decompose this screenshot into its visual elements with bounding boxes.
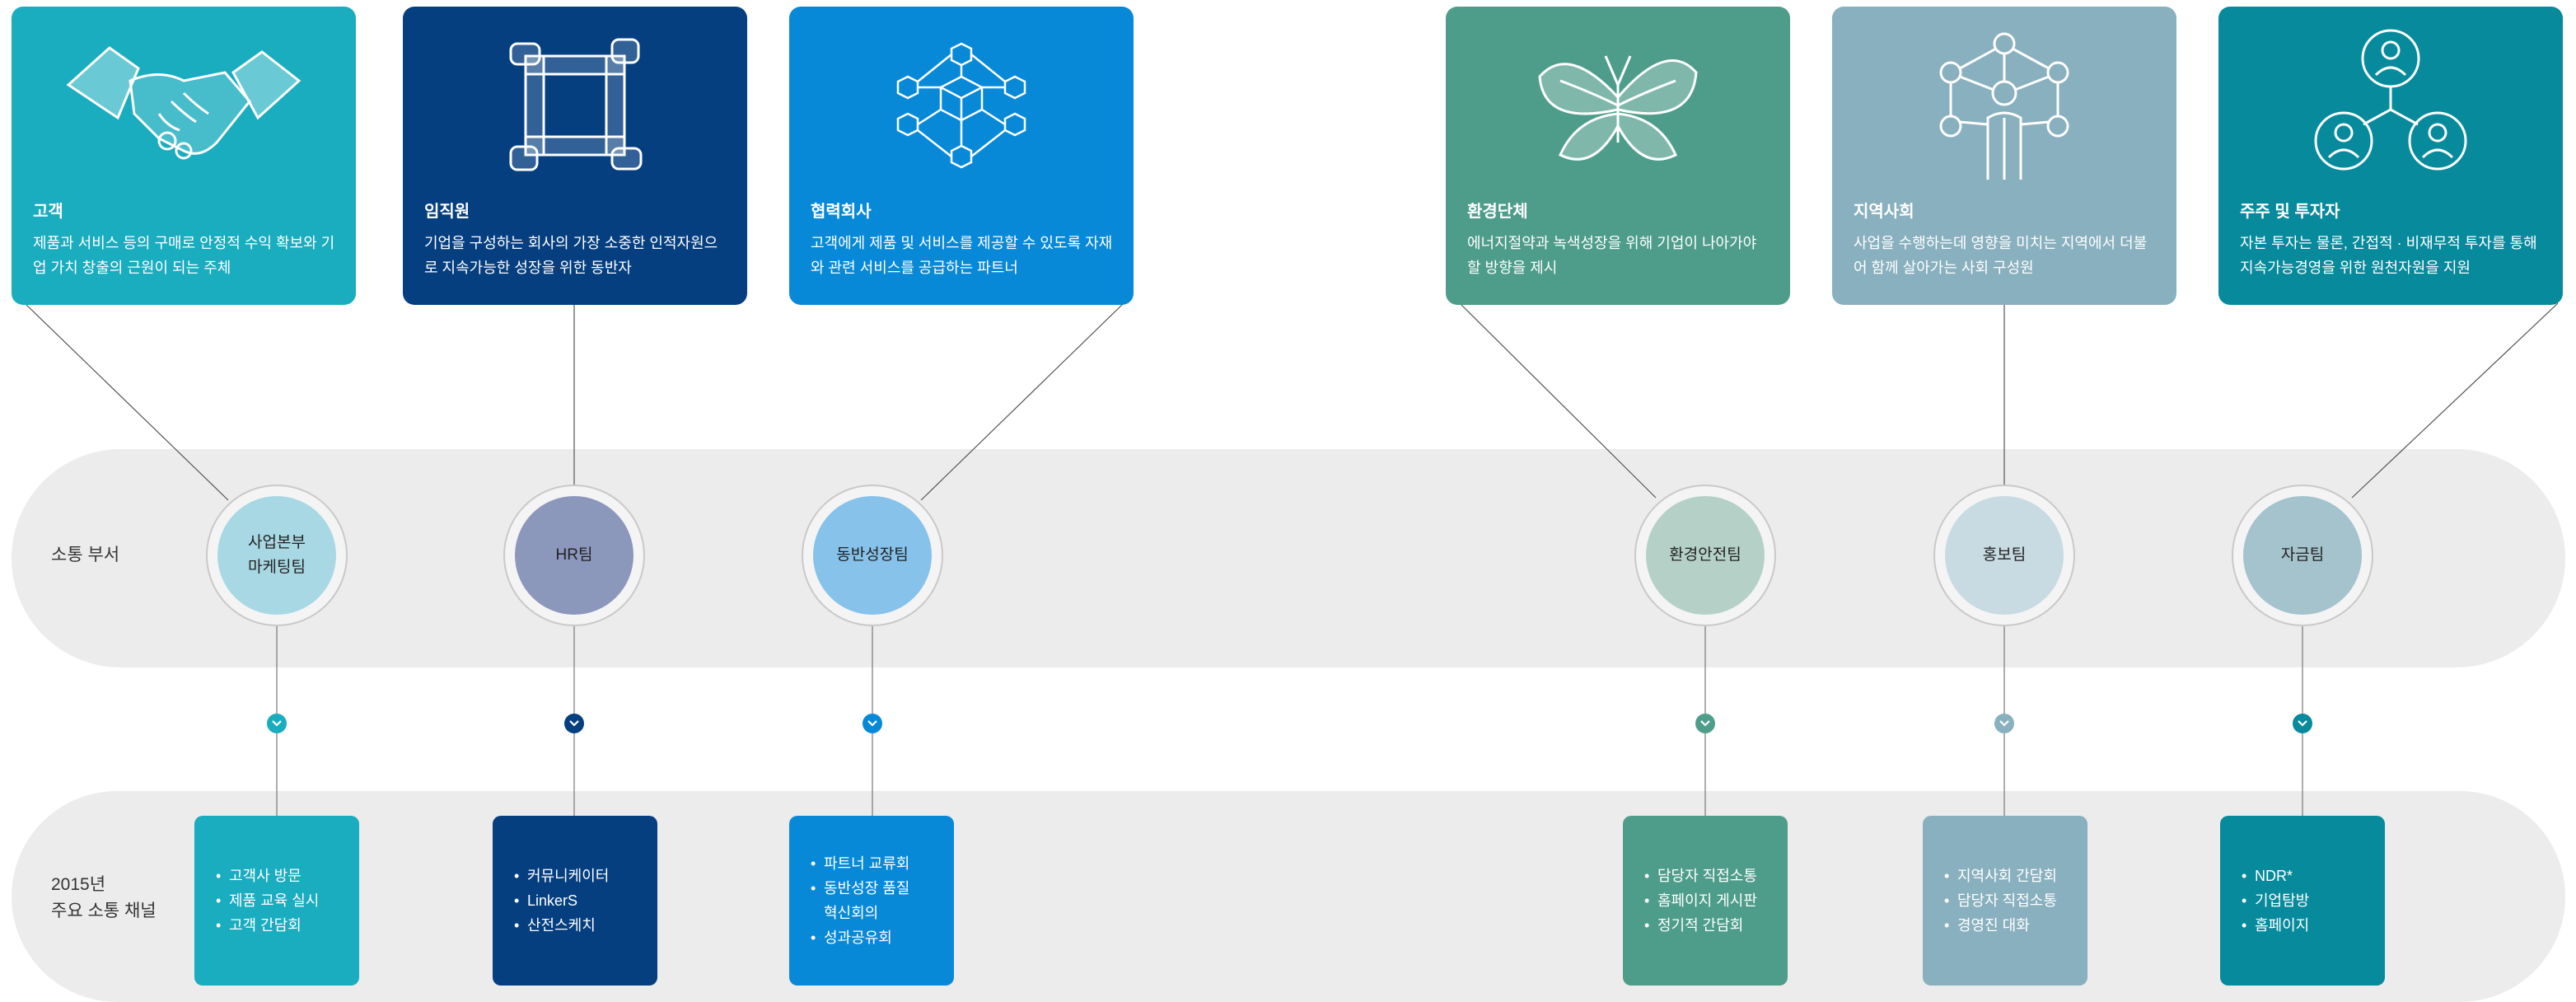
dept-circle-marketing: 사업본부 마케팅팀 — [206, 485, 348, 626]
stakeholder-card-community: 지역사회 사업을 수행하는데 영향을 미치는 지역에서 더불어 함께 살아가는 … — [1832, 7, 2176, 305]
joined-hands-icon — [403, 23, 747, 188]
channel-item: 커뮤니케이터 — [514, 864, 609, 888]
card-description: 에너지절약과 녹색성장을 위해 기업이 나아가야 할 방향을 제시 — [1467, 235, 1757, 276]
dept-label: 동반성장팀 — [813, 496, 932, 615]
chevron-down-icon — [564, 714, 584, 733]
dept-label: 홍보팀 — [1945, 496, 2064, 615]
card-title: 주주 및 투자자 — [2240, 203, 2340, 221]
card-title: 협력회사 — [811, 203, 872, 221]
channel-item: 정기적 간담회 — [1644, 913, 1757, 938]
channel-item: 고객사 방문 — [216, 864, 319, 888]
dept-band-label: 소통 부서 — [51, 545, 120, 564]
connector-line — [2351, 302, 2559, 499]
card-title: 고객 — [33, 203, 63, 221]
card-description: 사업을 수행하는데 영향을 미치는 지역에서 더불어 함께 살아가는 사회 구성… — [1854, 235, 2148, 276]
channel-box-employees: 커뮤니케이터 LinkerS 산전스케치 — [493, 816, 657, 986]
channel-item: 성과공유회 — [811, 925, 909, 950]
connector-line — [920, 302, 1124, 501]
investor-network-icon — [2218, 23, 2563, 188]
channel-band — [12, 791, 2565, 1002]
channel-item: 지역사회 간담회 — [1944, 864, 2057, 888]
stakeholder-card-partners: 협력회사 고객에게 제품 및 서비스를 제공할 수 있도록 자재와 관련 서비스… — [789, 7, 1134, 305]
stakeholder-card-environment: 환경단체 에너지절약과 녹색성장을 위해 기업이 나아가야 할 방향을 제시 — [1446, 7, 1790, 305]
dept-circle-pr: 홍보팀 — [1933, 485, 2075, 626]
card-title: 지역사회 — [1854, 203, 1914, 221]
channel-box-environment: 담당자 직접소통 홈페이지 게시판 정기적 간담회 — [1623, 816, 1788, 986]
dept-label: 자금팀 — [2243, 496, 2362, 615]
dept-circle-shared-growth: 동반성장팀 — [802, 485, 943, 626]
card-title: 임직원 — [424, 203, 470, 221]
dept-label: 사업본부 마케팅팀 — [217, 496, 336, 615]
channel-item: 홈페이지 — [2242, 913, 2309, 938]
channel-item: 고객 간담회 — [216, 913, 319, 938]
channel-box-community: 지역사회 간담회 담당자 직접소통 경영진 대화 — [1923, 816, 2087, 986]
handshake-icon — [12, 23, 356, 188]
channel-item: 홈페이지 게시판 — [1644, 888, 1757, 913]
channel-item: 산전스케치 — [514, 913, 609, 938]
channel-item: LinkerS — [514, 888, 609, 913]
dept-label: 환경안전팀 — [1646, 496, 1765, 615]
chevron-down-icon — [1695, 714, 1715, 733]
department-band — [12, 449, 2565, 667]
stakeholder-card-employees: 임직원 기업을 구성하는 회사의 가장 소중한 인적자원으로 지속가능한 성장을… — [403, 7, 747, 305]
channel-box-customer: 고객사 방문 제품 교육 실시 고객 간담회 — [194, 816, 359, 986]
butterfly-leaf-icon — [1446, 23, 1790, 188]
card-description: 제품과 서비스 등의 구매로 안정적 수익 확보와 기업 가치 창출의 근원이 … — [33, 235, 335, 276]
channel-box-partners: 파트너 교류회 동반성장 품질 혁신회의 성과공유회 — [789, 816, 954, 986]
chevron-down-icon — [1994, 714, 2014, 733]
connector-line — [24, 302, 229, 501]
channel-box-investors: NDR* 기업탐방 홈페이지 — [2220, 816, 2385, 986]
channel-item: 담당자 직접소통 — [1944, 888, 2057, 913]
cube-network-icon — [789, 23, 1134, 188]
channel-item: 파트너 교류회 — [811, 851, 909, 876]
chevron-down-icon — [267, 714, 287, 733]
dept-circle-finance: 자금팀 — [2232, 485, 2373, 626]
channel-band-label: 2015년 주요 소통 채널 — [51, 875, 157, 920]
channel-item: 동반성장 품질 혁신회의 — [811, 876, 909, 925]
chevron-down-icon — [863, 714, 882, 733]
channel-item: 담당자 직접소통 — [1644, 864, 1757, 888]
connector-line — [1459, 302, 1657, 499]
stakeholder-card-customer: 고객 제품과 서비스 등의 구매로 안정적 수익 확보와 기업 가치 창출의 근… — [12, 7, 356, 305]
community-network-icon — [1832, 23, 2176, 188]
card-title: 환경단체 — [1467, 203, 1528, 221]
dept-label: HR팀 — [515, 496, 633, 615]
channel-item: 기업탐방 — [2242, 888, 2309, 913]
channel-item: 제품 교육 실시 — [216, 888, 319, 913]
dept-circle-env-safety: 환경안전팀 — [1634, 485, 1776, 626]
card-description: 기업을 구성하는 회사의 가장 소중한 인적자원으로 지속가능한 성장을 위한 … — [424, 235, 718, 276]
channel-item: NDR* — [2242, 864, 2309, 888]
stakeholder-card-investors: 주주 및 투자자 자본 투자는 물론, 간접적 · 비재무적 투자를 통해 지속… — [2218, 7, 2563, 305]
channel-item: 경영진 대화 — [1944, 913, 2057, 938]
dept-circle-hr: HR팀 — [503, 485, 645, 626]
chevron-down-icon — [2293, 714, 2312, 733]
card-description: 고객에게 제품 및 서비스를 제공할 수 있도록 자재와 관련 서비스를 공급하… — [811, 235, 1113, 276]
card-description: 자본 투자는 물론, 간접적 · 비재무적 투자를 통해 지속가능경영을 위한 … — [2240, 235, 2537, 276]
